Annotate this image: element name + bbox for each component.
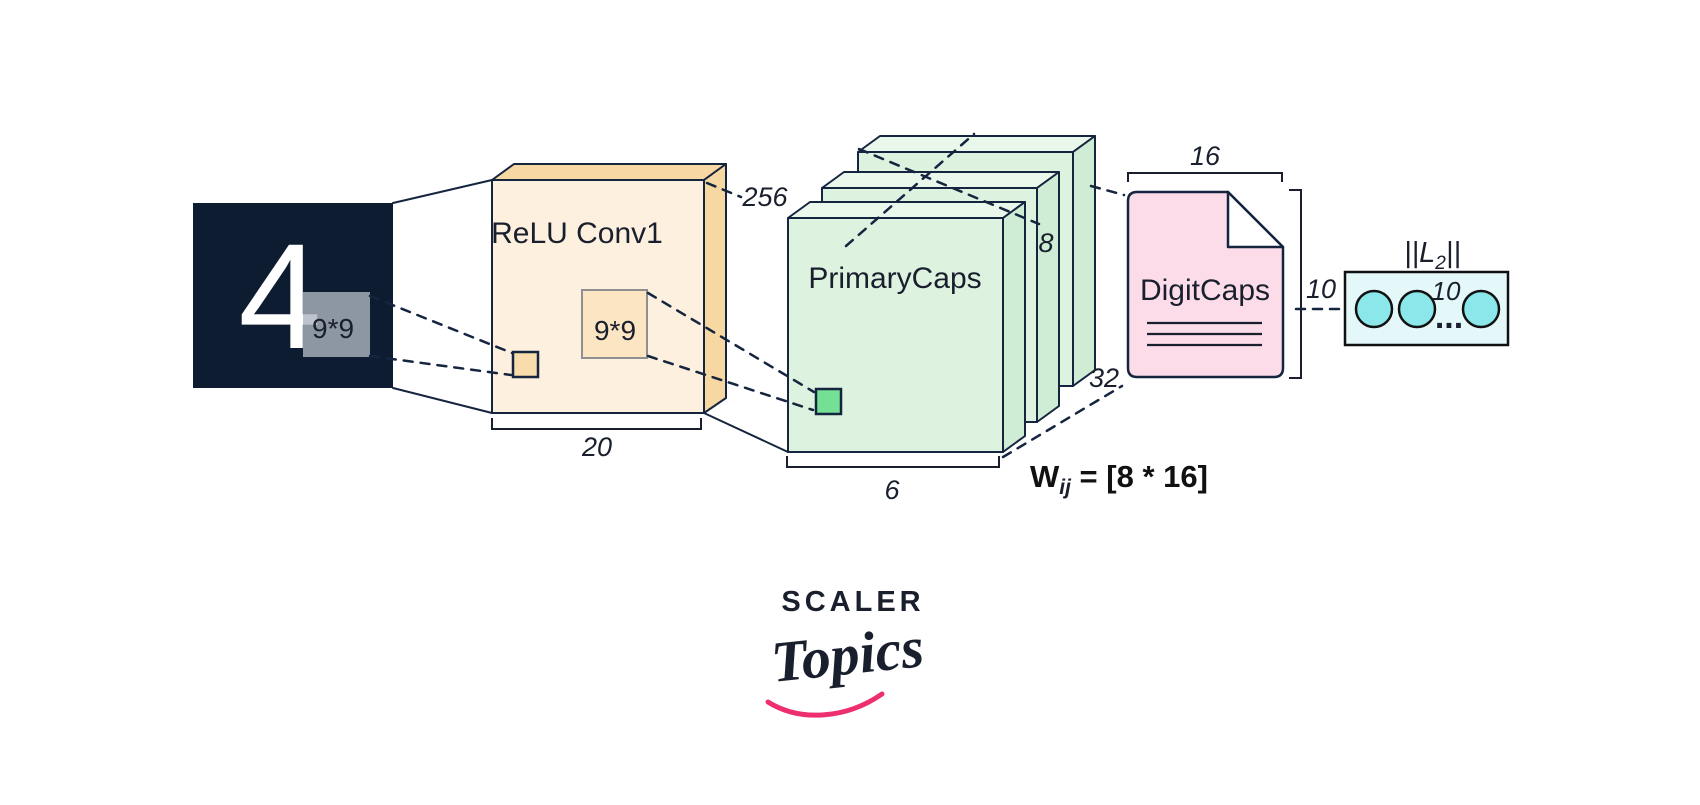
caps-front-face — [787, 217, 1004, 453]
conv1-width-label: 20 — [581, 432, 612, 462]
l2-norm-pre: ||L — [1404, 237, 1435, 269]
primarycaps-width-label: 6 — [884, 475, 900, 505]
receptive-field-overlay — [303, 292, 370, 357]
kernel-projection-dash — [646, 291, 816, 394]
capsule-circle — [1461, 289, 1501, 329]
digitcaps-title: DigitCaps — [1140, 274, 1270, 307]
conv1-layer: ReLU Conv1 9*9 20 — [491, 163, 727, 462]
weight-subscript: ij — [1059, 476, 1072, 499]
conv1-right-face — [703, 163, 727, 414]
weight-symbol: W — [1030, 459, 1060, 494]
input-kernel-label: 9*9 — [312, 313, 354, 344]
capsule-circle — [1397, 289, 1437, 329]
logo-swash — [765, 691, 885, 718]
conv1-patch — [511, 350, 540, 379]
projection-line-conv-caps — [703, 412, 789, 453]
conv1-width-bracket — [491, 418, 702, 430]
weight-value: = [8 * 16] — [1071, 459, 1208, 494]
kernel-projection-dash — [368, 294, 514, 355]
digitcaps-layer: DigitCaps 16 10 — [1126, 141, 1336, 379]
depth-label-dash — [705, 181, 743, 199]
caps-mid-side — [1036, 171, 1060, 423]
weight-formula: Wij = [8 * 16] — [1030, 459, 1208, 499]
output-count-label: 10 — [1432, 276, 1461, 306]
l2-norm-label: ||L2|| — [1404, 237, 1461, 274]
kernel-projection-dash — [646, 354, 815, 412]
projection-line-top — [392, 179, 493, 204]
conv1-kernel-box — [581, 289, 648, 359]
capsule-circle — [1354, 289, 1394, 329]
primarycaps-patch — [814, 387, 843, 416]
primarycaps-maps-label: 32 — [1089, 363, 1119, 393]
output-ellipsis: ... — [1435, 298, 1463, 336]
logo-product-text: Topics — [768, 614, 927, 695]
projection-line-bottom — [392, 387, 493, 414]
digitcaps-fold-corner — [1226, 190, 1285, 249]
kernel-projection-dash — [368, 354, 513, 377]
caps-diagonal-dash — [857, 147, 1041, 226]
digitcaps-count-bracket — [1289, 189, 1302, 379]
logo-brand-text: SCALER — [781, 586, 924, 618]
caps-to-digitcaps-dash-bottom — [1001, 384, 1124, 459]
caps-to-digitcaps-dash-top — [1089, 184, 1126, 197]
output-layer: ... 10 ||L2|| — [1343, 237, 1510, 347]
input-image-layer: 4 9*9 — [193, 203, 393, 388]
caps-front-side — [1002, 201, 1026, 453]
digitcaps-count-label: 10 — [1306, 274, 1336, 304]
digitcaps-dim-label: 16 — [1190, 141, 1221, 171]
primarycaps-layer: PrimaryCaps 6 — [786, 135, 1096, 505]
conv1-depth-label: 256 — [741, 182, 788, 212]
l2-norm-subscript: 2 — [1434, 253, 1446, 274]
conv1-title: ReLU Conv1 — [491, 217, 663, 250]
caps-back-top — [857, 135, 1096, 153]
caps-mid-top — [821, 171, 1060, 189]
primarycaps-title: PrimaryCaps — [808, 262, 981, 295]
conv1-top-face — [491, 163, 727, 181]
caps-back-side — [1072, 135, 1096, 387]
primarycaps-width-bracket — [786, 456, 1000, 468]
digitcaps-dim-bracket — [1127, 172, 1283, 182]
primarycaps-dim-label: 8 — [1038, 228, 1053, 258]
l2-norm-post: || — [1446, 237, 1461, 269]
caps-diagonal-dash — [844, 132, 976, 248]
logo: SCALER Topics — [765, 586, 927, 718]
conv1-kernel-label: 9*9 — [594, 315, 636, 346]
